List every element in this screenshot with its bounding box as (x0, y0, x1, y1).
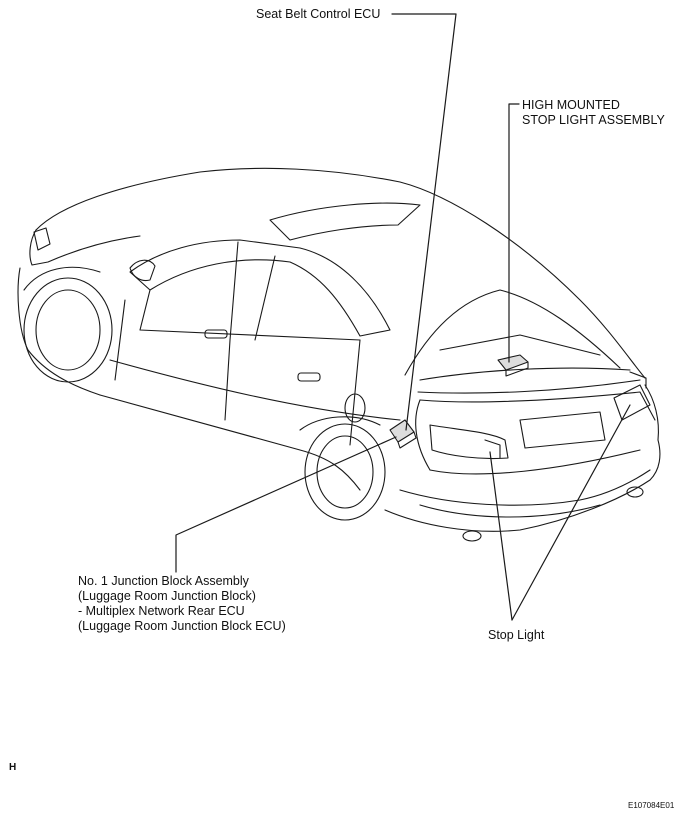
label-no1-junction-block-assembly: No. 1 Junction Block Assembly (Luggage R… (78, 574, 286, 634)
leader-high-mounted-stop-light (508, 103, 520, 363)
label-high-mounted-stop-light-assembly: HIGH MOUNTED STOP LIGHT ASSEMBLY (522, 98, 665, 128)
sunroof (269, 202, 421, 241)
corner-marker: H (9, 762, 17, 773)
front-wheel (23, 266, 113, 383)
car-side-windows (109, 239, 401, 446)
tail-light-left (429, 424, 509, 460)
leader-stop-light-left (489, 451, 513, 621)
high-mounted-stop-light-component (497, 354, 529, 377)
leader-junction-block (175, 436, 397, 573)
label-line: (Luggage Room Junction Block ECU) (78, 619, 286, 633)
leader-stop-light-right (511, 404, 631, 621)
figure-id: E107084E01 (628, 801, 675, 810)
label-seat-belt-control-ecu: Seat Belt Control ECU (256, 7, 381, 21)
label-stop-light: Stop Light (488, 628, 545, 642)
leader-seat-belt-ecu (391, 13, 457, 431)
rear-wheel (299, 416, 386, 521)
car-body-outline (17, 167, 661, 542)
junction-block-component (389, 419, 417, 449)
label-line: (Luggage Room Junction Block) (78, 589, 256, 603)
label-line: - Multiplex Network Rear ECU (78, 604, 245, 618)
label-line: STOP LIGHT ASSEMBLY (522, 113, 665, 127)
headlight (33, 227, 51, 251)
leader-lines (175, 13, 631, 621)
tail-light-right (613, 371, 651, 421)
label-line: No. 1 Junction Block Assembly (78, 574, 249, 588)
label-line: HIGH MOUNTED (522, 98, 620, 112)
